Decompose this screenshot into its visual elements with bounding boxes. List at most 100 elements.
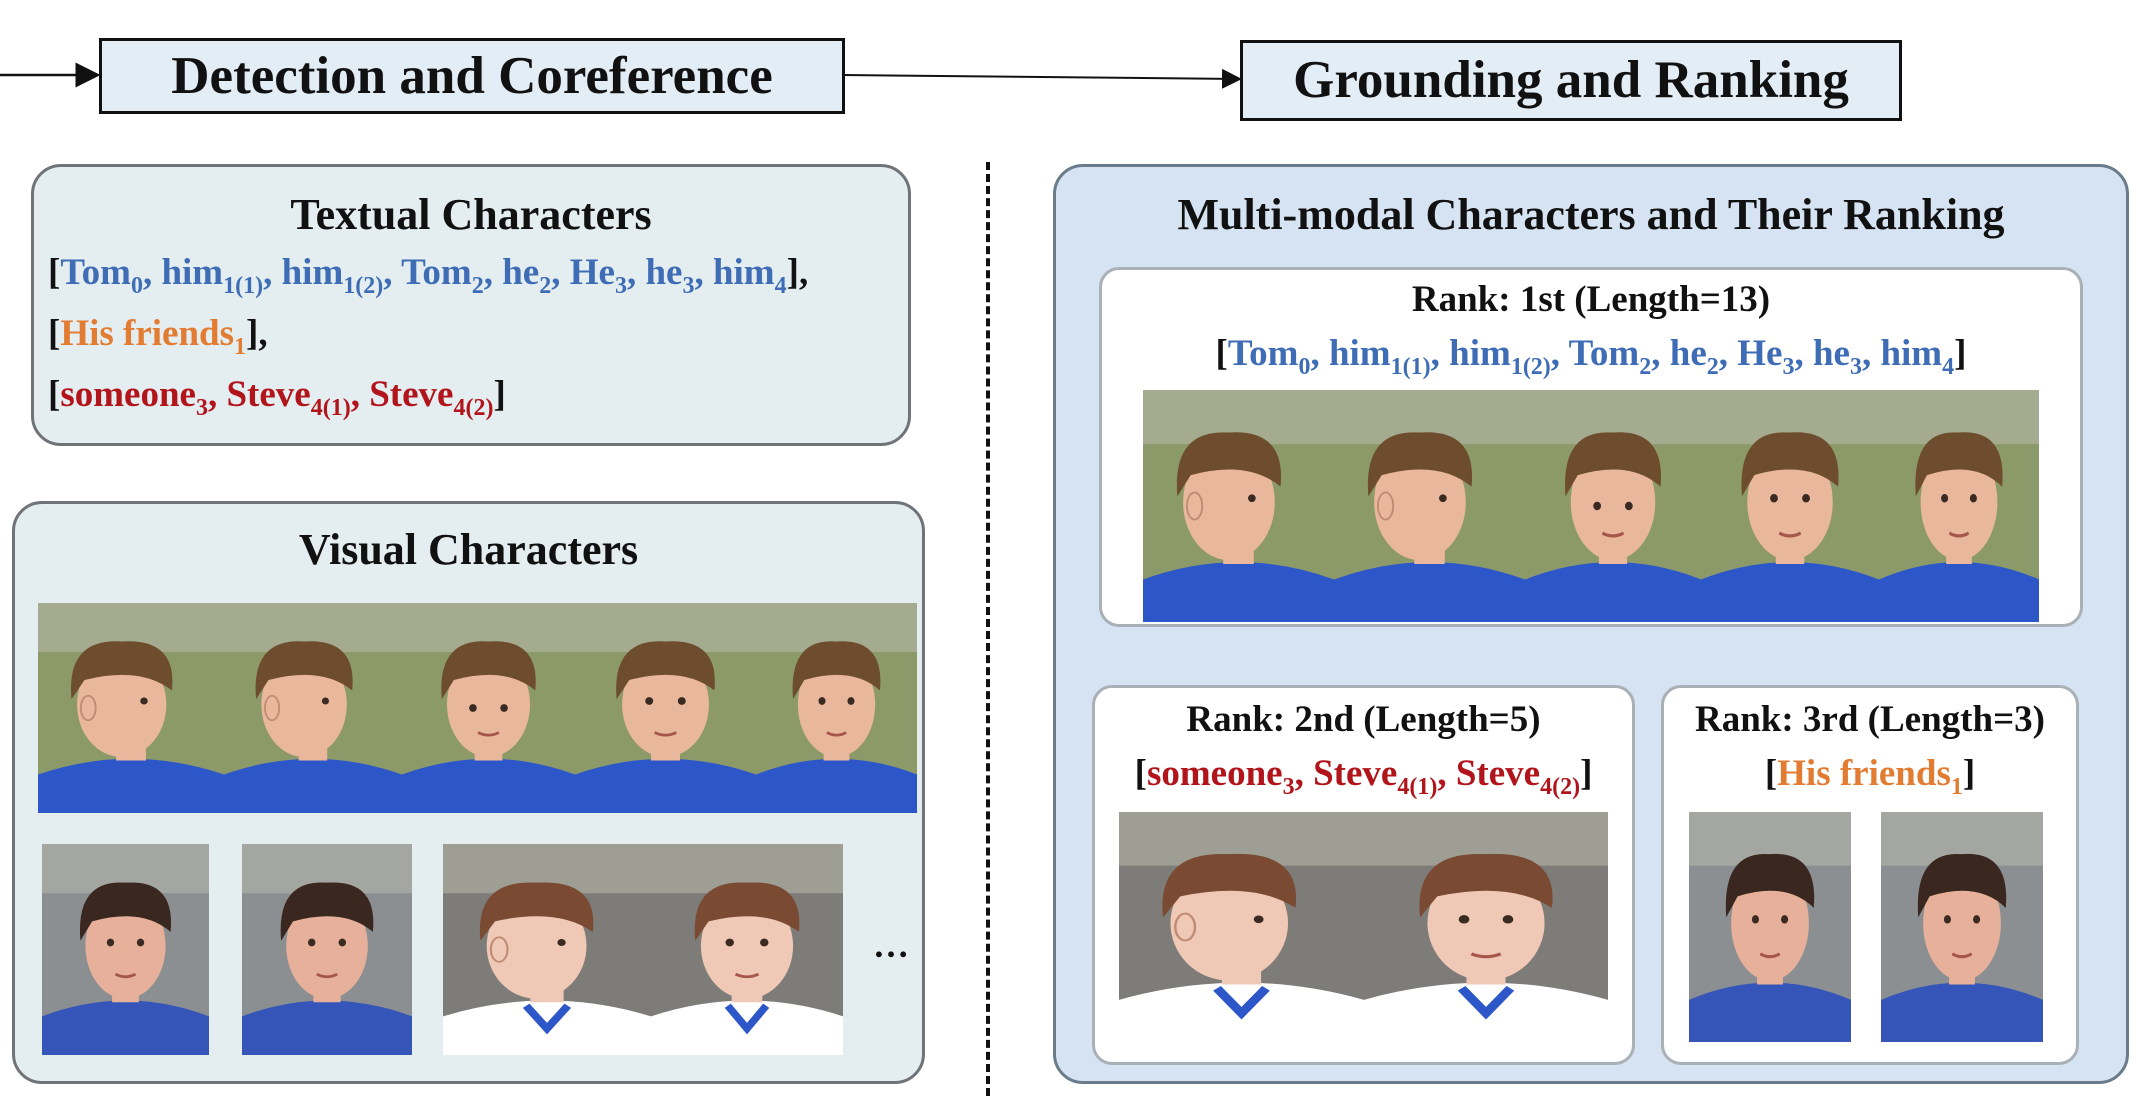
face-drawing	[756, 603, 917, 813]
mention-separator: ,	[350, 374, 370, 415]
textual-characters-title: Textual Characters	[290, 190, 652, 239]
mention: someone3	[1146, 753, 1295, 799]
chain-open-bracket: [	[1134, 753, 1147, 794]
mention-separator: ,	[483, 252, 503, 293]
mention-text: he	[645, 252, 683, 293]
mention-text: him	[712, 252, 775, 293]
mention-text: he	[502, 252, 540, 293]
rank-2-face-2	[1364, 812, 1608, 1042]
detection-stage-box: Detection and Coreference	[99, 38, 845, 114]
textual-characters-panel: Textual Characters [Tom0, him1(1), him1(…	[31, 164, 911, 446]
grounding-stage-label: Grounding and Ranking	[1293, 51, 1849, 109]
rank-1-chain: [Tom0, him1(1), him1(2), Tom2, he2, He3,…	[1102, 332, 2080, 379]
mention-index: 1(2)	[343, 273, 384, 299]
mention-index: 4(2)	[1540, 774, 1581, 800]
chain-close-bracket: ],	[246, 313, 268, 354]
face-drawing	[1143, 390, 1334, 622]
mention: Tom0	[1227, 333, 1311, 379]
mention: him4	[712, 252, 787, 298]
mention: His friends1	[1777, 753, 1963, 799]
mention-index: 2	[471, 273, 484, 299]
chain-open-bracket: [	[48, 374, 61, 415]
face-drawing	[1701, 390, 1879, 622]
visual-face-friend-1	[443, 844, 651, 1055]
chain-close-bracket: ],	[786, 252, 809, 293]
textual-chain-blue: [Tom0, him1(1), him1(2), Tom2, he2, He3,…	[48, 251, 809, 298]
mention-index: 1	[1950, 774, 1963, 800]
rank-3-label: Rank: 3rd (Length=3)	[1694, 699, 2045, 740]
mention-separator: ,	[1651, 333, 1670, 374]
chain-close-bracket: ]	[493, 374, 506, 415]
mention-index: 4	[774, 273, 787, 299]
mention-index: 3	[1782, 354, 1795, 380]
mention-index: 0	[130, 273, 143, 299]
mention-index: 1(2)	[1510, 354, 1551, 380]
mention-index: 0	[1298, 354, 1311, 380]
mention-index: 3	[1849, 354, 1862, 380]
mention-text: him	[1449, 333, 1511, 374]
mention-index: 3	[195, 395, 208, 421]
mention: Steve4(1)	[1313, 753, 1437, 799]
mention-index: 2	[1639, 354, 1652, 380]
face-drawing	[38, 603, 224, 813]
mention-text: He	[1737, 333, 1783, 374]
face-drawing	[1334, 390, 1525, 622]
mention-separator: ,	[263, 252, 282, 293]
mention-separator: ,	[1718, 333, 1738, 374]
mention: Tom2	[401, 252, 484, 298]
visual-face-steve-2	[242, 844, 412, 1055]
mention: His friends1	[60, 313, 246, 359]
visual-face-tom-3	[402, 603, 575, 813]
mention: Steve4(1)	[226, 374, 350, 420]
mention-text: Steve	[1313, 753, 1398, 794]
visual-face-tom-4	[575, 603, 756, 813]
visual-face-tom-2	[224, 603, 402, 813]
mention-index: 1	[234, 334, 247, 360]
mention: him1(2)	[1449, 333, 1551, 379]
mention-text: He	[569, 252, 615, 293]
mention-separator: ,	[551, 252, 570, 293]
mention-text: Steve	[369, 374, 454, 415]
visual-face-steve-1	[42, 844, 209, 1055]
face-drawing	[402, 603, 575, 813]
mention-text: he	[1669, 333, 1707, 374]
mention-index: 3	[614, 273, 627, 299]
rank-3-card: Rank: 3rd (Length=3) [His friends1]	[1661, 685, 2079, 1065]
mention: Steve4(2)	[1455, 753, 1580, 799]
mention-separator: ,	[1310, 333, 1329, 374]
mention: Tom2	[1568, 333, 1652, 379]
rank-3-face-1	[1689, 812, 1851, 1042]
face-drawing	[1881, 812, 2043, 1042]
visual-characters-title: Visual Characters	[298, 525, 639, 574]
mention-text: Steve	[226, 374, 311, 415]
mention-text: him	[1880, 333, 1943, 374]
chain-close-bracket: ]	[1954, 333, 1967, 374]
mention-text: Tom	[401, 252, 472, 293]
mention-text: Steve	[1455, 753, 1541, 794]
rank-1-face-5	[1879, 390, 2039, 622]
rank-3-chain: [His friends1]	[1664, 752, 2076, 799]
mention-text: His friends	[1777, 753, 1951, 794]
mention-text: Tom	[60, 252, 131, 293]
rank-2-card: Rank: 2nd (Length=5) [someone3, Steve4(1…	[1092, 685, 1635, 1065]
mention-index: 2	[1706, 354, 1719, 380]
chain-close-bracket: ]	[1962, 753, 1976, 794]
mention: him1(2)	[281, 252, 384, 298]
mention-text: him	[281, 252, 344, 293]
mention: him4	[1880, 333, 1954, 379]
rank-2-chain: [someone3, Steve4(1), Steve4(2)]	[1095, 752, 1632, 799]
mention-text: someone	[1146, 753, 1283, 794]
face-drawing	[651, 844, 843, 1055]
visual-face-friend-2	[651, 844, 843, 1055]
rank-3-face-2	[1881, 812, 2043, 1042]
mention: He3	[569, 252, 627, 298]
mention: he3	[645, 252, 694, 298]
mention-text: Tom	[1568, 333, 1640, 374]
mention-index: 4(1)	[310, 395, 351, 421]
chain-close-bracket: ]	[1580, 753, 1593, 794]
mention-separator: ,	[1430, 333, 1450, 374]
mention-text: Tom	[1227, 333, 1299, 374]
face-drawing	[1525, 390, 1701, 622]
mention: Steve4(2)	[369, 374, 493, 420]
mention: him1(1)	[1329, 333, 1431, 379]
